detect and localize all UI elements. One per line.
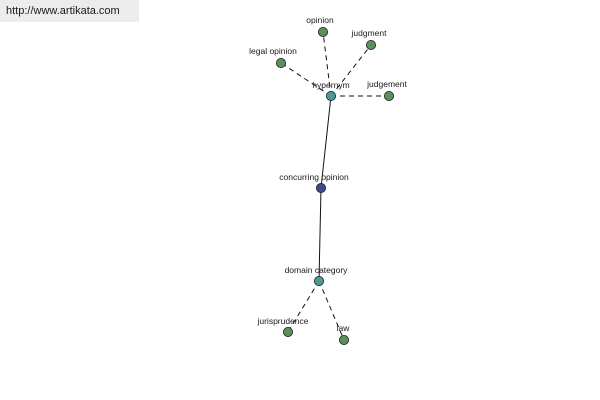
node-legal-opinion[interactable] [275, 58, 286, 69]
edge-hypernym-opinion [322, 31, 332, 97]
labels-layer: opinion judgment legal opinion judgement hyp… [249, 15, 407, 333]
node-label-concurring-opinion: concurring opinion [279, 172, 349, 182]
edges-layer [280, 31, 389, 341]
node-hypernym[interactable] [325, 91, 336, 102]
node-judgement[interactable] [383, 91, 394, 102]
node-label-hypernym: hypernym [312, 80, 349, 90]
node-label-judgment: judgment [351, 28, 388, 38]
node-label-jurisprudence: jurisprudence [256, 316, 308, 326]
node-label-opinion: opinion [306, 15, 334, 25]
edge-hypernym-judgment [330, 44, 372, 97]
node-label-judgement: judgement [366, 79, 407, 89]
node-domain-category[interactable] [313, 275, 324, 286]
node-concurring-opinion[interactable] [315, 182, 326, 193]
node-label-legal-opinion: legal opinion [249, 46, 297, 56]
edge-concurring-opinion-domain-category [318, 187, 322, 282]
nodes-layer [275, 26, 394, 345]
node-law[interactable] [338, 334, 349, 345]
edge-concurring-opinion-hypernym [320, 95, 332, 189]
source-link[interactable]: http://www.artikata.com [0, 0, 139, 22]
node-label-law: law [337, 323, 351, 333]
edge-domain-category-jurisprudence [287, 280, 320, 333]
edge-hypernym-legal-opinion [280, 62, 332, 97]
node-label-domain-category: domain category [285, 265, 349, 275]
node-judgment[interactable] [365, 40, 376, 51]
node-opinion[interactable] [317, 26, 328, 37]
edge-domain-category-law [318, 280, 345, 341]
node-jurisprudence[interactable] [282, 326, 293, 337]
